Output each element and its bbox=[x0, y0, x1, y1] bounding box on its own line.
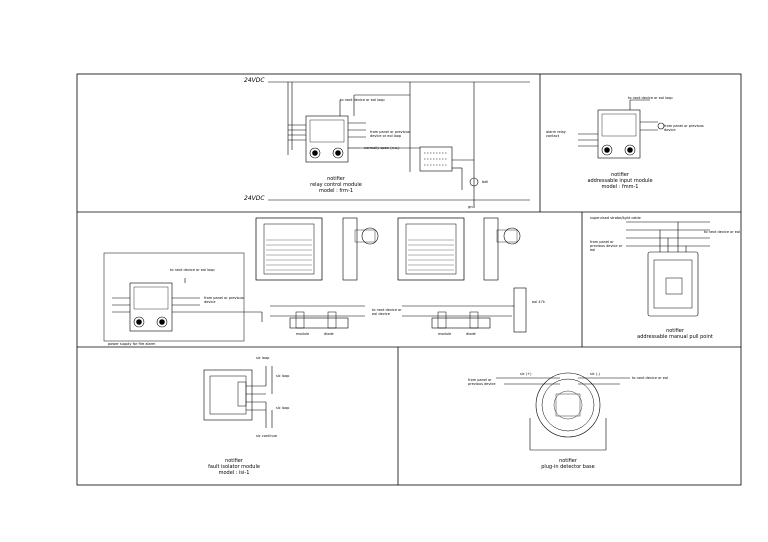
control-diode-label-2: diode bbox=[466, 332, 476, 336]
relay-model: model : frm-1 bbox=[318, 188, 354, 194]
control-module-label-1: module bbox=[296, 332, 310, 336]
frame bbox=[76, 73, 742, 486]
relay-24vdc-top: 24VDC bbox=[244, 77, 265, 84]
detector-base-drawing bbox=[496, 372, 630, 451]
input-module-drawing bbox=[578, 99, 665, 159]
relay-note-next: to next device or eol loop bbox=[340, 98, 385, 102]
relay-title: relay control module bbox=[310, 182, 362, 188]
control-note-power: power supply for fire alarm bbox=[108, 342, 156, 346]
control-wiring-drawing bbox=[103, 217, 527, 342]
isolator-label-3: slc loop bbox=[276, 406, 290, 410]
control-note-from: from panel or previous device bbox=[204, 296, 244, 304]
control-note-eol: to next device or eol device bbox=[372, 308, 402, 316]
input-caption: notifier addressable input module model … bbox=[570, 172, 670, 190]
isolator-label-1: slc loop bbox=[256, 356, 270, 360]
relay-brand: notifier bbox=[327, 176, 345, 182]
pull-note-from: from panel or previous device or eol bbox=[590, 240, 623, 252]
isolator-label-4: slc continue bbox=[256, 434, 278, 438]
pull-caption: notifier addressable manual pull point bbox=[620, 328, 730, 340]
isolator-label-2: slc loop bbox=[276, 374, 290, 378]
control-module-label-2: module bbox=[438, 332, 452, 336]
relay-bell-label: bell bbox=[482, 180, 489, 184]
input-brand: notifier bbox=[611, 172, 629, 178]
relay-24vdc-bottom: 24VDC bbox=[244, 195, 265, 202]
input-note-from: from panel or previous device bbox=[664, 124, 704, 132]
relay-module-drawing bbox=[268, 81, 530, 201]
base-brand: notifier bbox=[559, 458, 577, 464]
pull-note-strobe: supervised strobe/light cable bbox=[590, 216, 641, 220]
isolator-drawing bbox=[203, 366, 273, 428]
input-note-next: to next device or eol loop bbox=[628, 96, 673, 100]
base-caption: notifier plug-in detector base bbox=[520, 458, 616, 470]
relay-gnd-label: gnd bbox=[468, 205, 475, 209]
pull-title: addressable manual pull point bbox=[637, 334, 713, 340]
pull-point-drawing bbox=[626, 221, 710, 317]
relay-caption: notifier relay control module model : fr… bbox=[286, 176, 386, 194]
control-note-next: to next device or eol loop bbox=[170, 268, 215, 272]
control-eol-label: eol 47k bbox=[532, 300, 545, 304]
pull-note-next: to next device or eol bbox=[704, 230, 741, 234]
base-title: plug-in detector base bbox=[541, 464, 595, 470]
base-note-from: from panel or previous device bbox=[468, 378, 496, 386]
control-diode-label-1: diode bbox=[324, 332, 334, 336]
input-title: addressable input module bbox=[587, 178, 653, 184]
isolator-title: fault isolator module bbox=[208, 464, 260, 470]
relay-note-no: normally open (n.o.) bbox=[364, 146, 400, 150]
input-model: model : fmm-1 bbox=[601, 184, 639, 190]
isolator-caption: notifier fault isolator module model : i… bbox=[194, 458, 274, 476]
pull-brand: notifier bbox=[666, 328, 684, 334]
isolator-brand: notifier bbox=[225, 458, 243, 464]
relay-note-from: from panel or previous device or eol loo… bbox=[370, 130, 410, 138]
base-note-next: to next device or eol bbox=[632, 376, 669, 380]
base-label-slc-minus: slc (-) bbox=[590, 372, 600, 376]
input-note-alarm: alarm relay contact bbox=[546, 130, 566, 138]
isolator-model: model : isi-1 bbox=[218, 470, 250, 476]
base-label-slc-plus: slc (+) bbox=[520, 372, 532, 376]
